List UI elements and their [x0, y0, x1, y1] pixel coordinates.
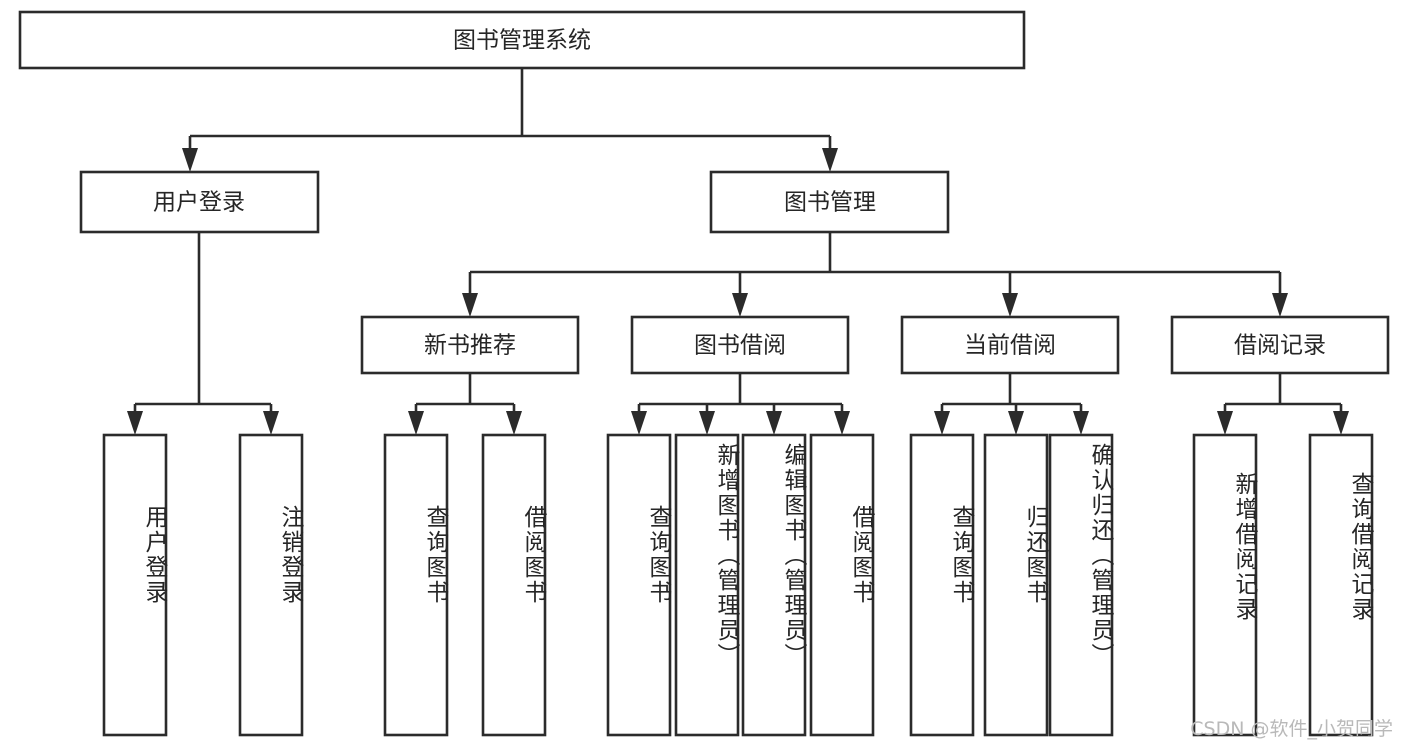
leaf-box-user-login[interactable]	[102, 433, 168, 737]
arrow-head-newbook-leaf1	[408, 411, 424, 435]
node-new-book-recommend-box[interactable]	[360, 315, 580, 375]
leaf-boxes	[102, 433, 1374, 737]
edges-records-to-leaves	[1217, 373, 1349, 435]
leaf-box-confirm-return-admin[interactable]	[1048, 433, 1114, 737]
arrow-head-root-to-user-login	[182, 148, 198, 172]
node-current-borrow-box[interactable]	[900, 315, 1120, 375]
leaf-box-add-borrow-record[interactable]	[1192, 433, 1258, 737]
leaf-box-add-book-admin[interactable]	[674, 433, 740, 737]
arrow-head-borrow-leaf2	[699, 411, 715, 435]
node-root-box[interactable]	[18, 10, 1026, 70]
arrow-head-borrow-leaf4	[834, 411, 850, 435]
edges-root-to-level2	[182, 68, 838, 172]
edges-newbook-to-leaves	[408, 373, 522, 435]
node-book-management-label: 图书管理	[784, 190, 876, 216]
node-borrow-records[interactable]: 借阅记录	[1170, 315, 1390, 375]
leaf-box-return-book[interactable]	[983, 433, 1049, 737]
node-root-label: 图书管理系统	[453, 28, 591, 54]
leaf-box-borrow-books-new[interactable]	[481, 433, 547, 737]
arrow-head-records-leaf1	[1217, 411, 1233, 435]
node-book-management-box[interactable]	[709, 170, 950, 234]
arrow-head-newbook-leaf2	[506, 411, 522, 435]
arrow-head-to-current	[1002, 293, 1018, 317]
arrow-head-to-newbook	[462, 293, 478, 317]
leaf-box-query-borrow-record[interactable]	[1308, 433, 1374, 737]
arrow-head-records-leaf2	[1333, 411, 1349, 435]
node-borrow-records-box[interactable]	[1170, 315, 1390, 375]
node-root[interactable]: 图书管理系统	[18, 10, 1026, 70]
node-user-login[interactable]: 用户登录	[79, 170, 320, 234]
arrow-head-to-records	[1272, 293, 1288, 317]
node-current-borrow[interactable]: 当前借阅	[900, 315, 1120, 375]
arrow-head-current-leaf2	[1008, 411, 1024, 435]
edges-bookmgmt-to-level3	[462, 232, 1288, 317]
leaf-box-query-books-current[interactable]	[909, 433, 975, 737]
node-borrow-records-label: 借阅记录	[1234, 333, 1326, 359]
arrow-head-borrow-leaf3	[766, 411, 782, 435]
node-current-borrow-label: 当前借阅	[964, 333, 1056, 359]
leaf-box-query-books-new[interactable]	[383, 433, 449, 737]
node-new-book-recommend-label: 新书推荐	[424, 333, 516, 359]
edges-current-to-leaves	[934, 373, 1089, 435]
arrow-head-userlogin-leaf2	[263, 411, 279, 435]
node-new-book-recommend[interactable]: 新书推荐	[360, 315, 580, 375]
arrow-head-userlogin-leaf1	[127, 411, 143, 435]
node-book-management[interactable]: 图书管理	[709, 170, 950, 234]
node-book-borrow-label: 图书借阅	[694, 333, 786, 359]
leaf-box-logout[interactable]	[238, 433, 304, 737]
arrow-head-current-leaf1	[934, 411, 950, 435]
arrow-head-borrow-leaf1	[631, 411, 647, 435]
csdn-watermark: CSDN @软件_小贺同学	[1190, 718, 1393, 740]
arrow-head-current-leaf3	[1073, 411, 1089, 435]
leaf-box-edit-book-admin[interactable]	[741, 433, 807, 737]
leaf-box-borrow-book[interactable]	[809, 433, 875, 737]
edges-userlogin-to-leaves	[127, 232, 279, 435]
node-user-login-box[interactable]	[79, 170, 320, 234]
leaf-box-query-books-borrow[interactable]	[606, 433, 672, 737]
node-user-login-label: 用户登录	[153, 190, 245, 216]
node-book-borrow-box[interactable]	[630, 315, 850, 375]
node-book-borrow[interactable]: 图书借阅	[630, 315, 850, 375]
arrow-head-root-to-book-mgmt	[822, 148, 838, 172]
arrow-head-to-borrow	[732, 293, 748, 317]
edges-borrow-to-leaves	[631, 373, 850, 435]
